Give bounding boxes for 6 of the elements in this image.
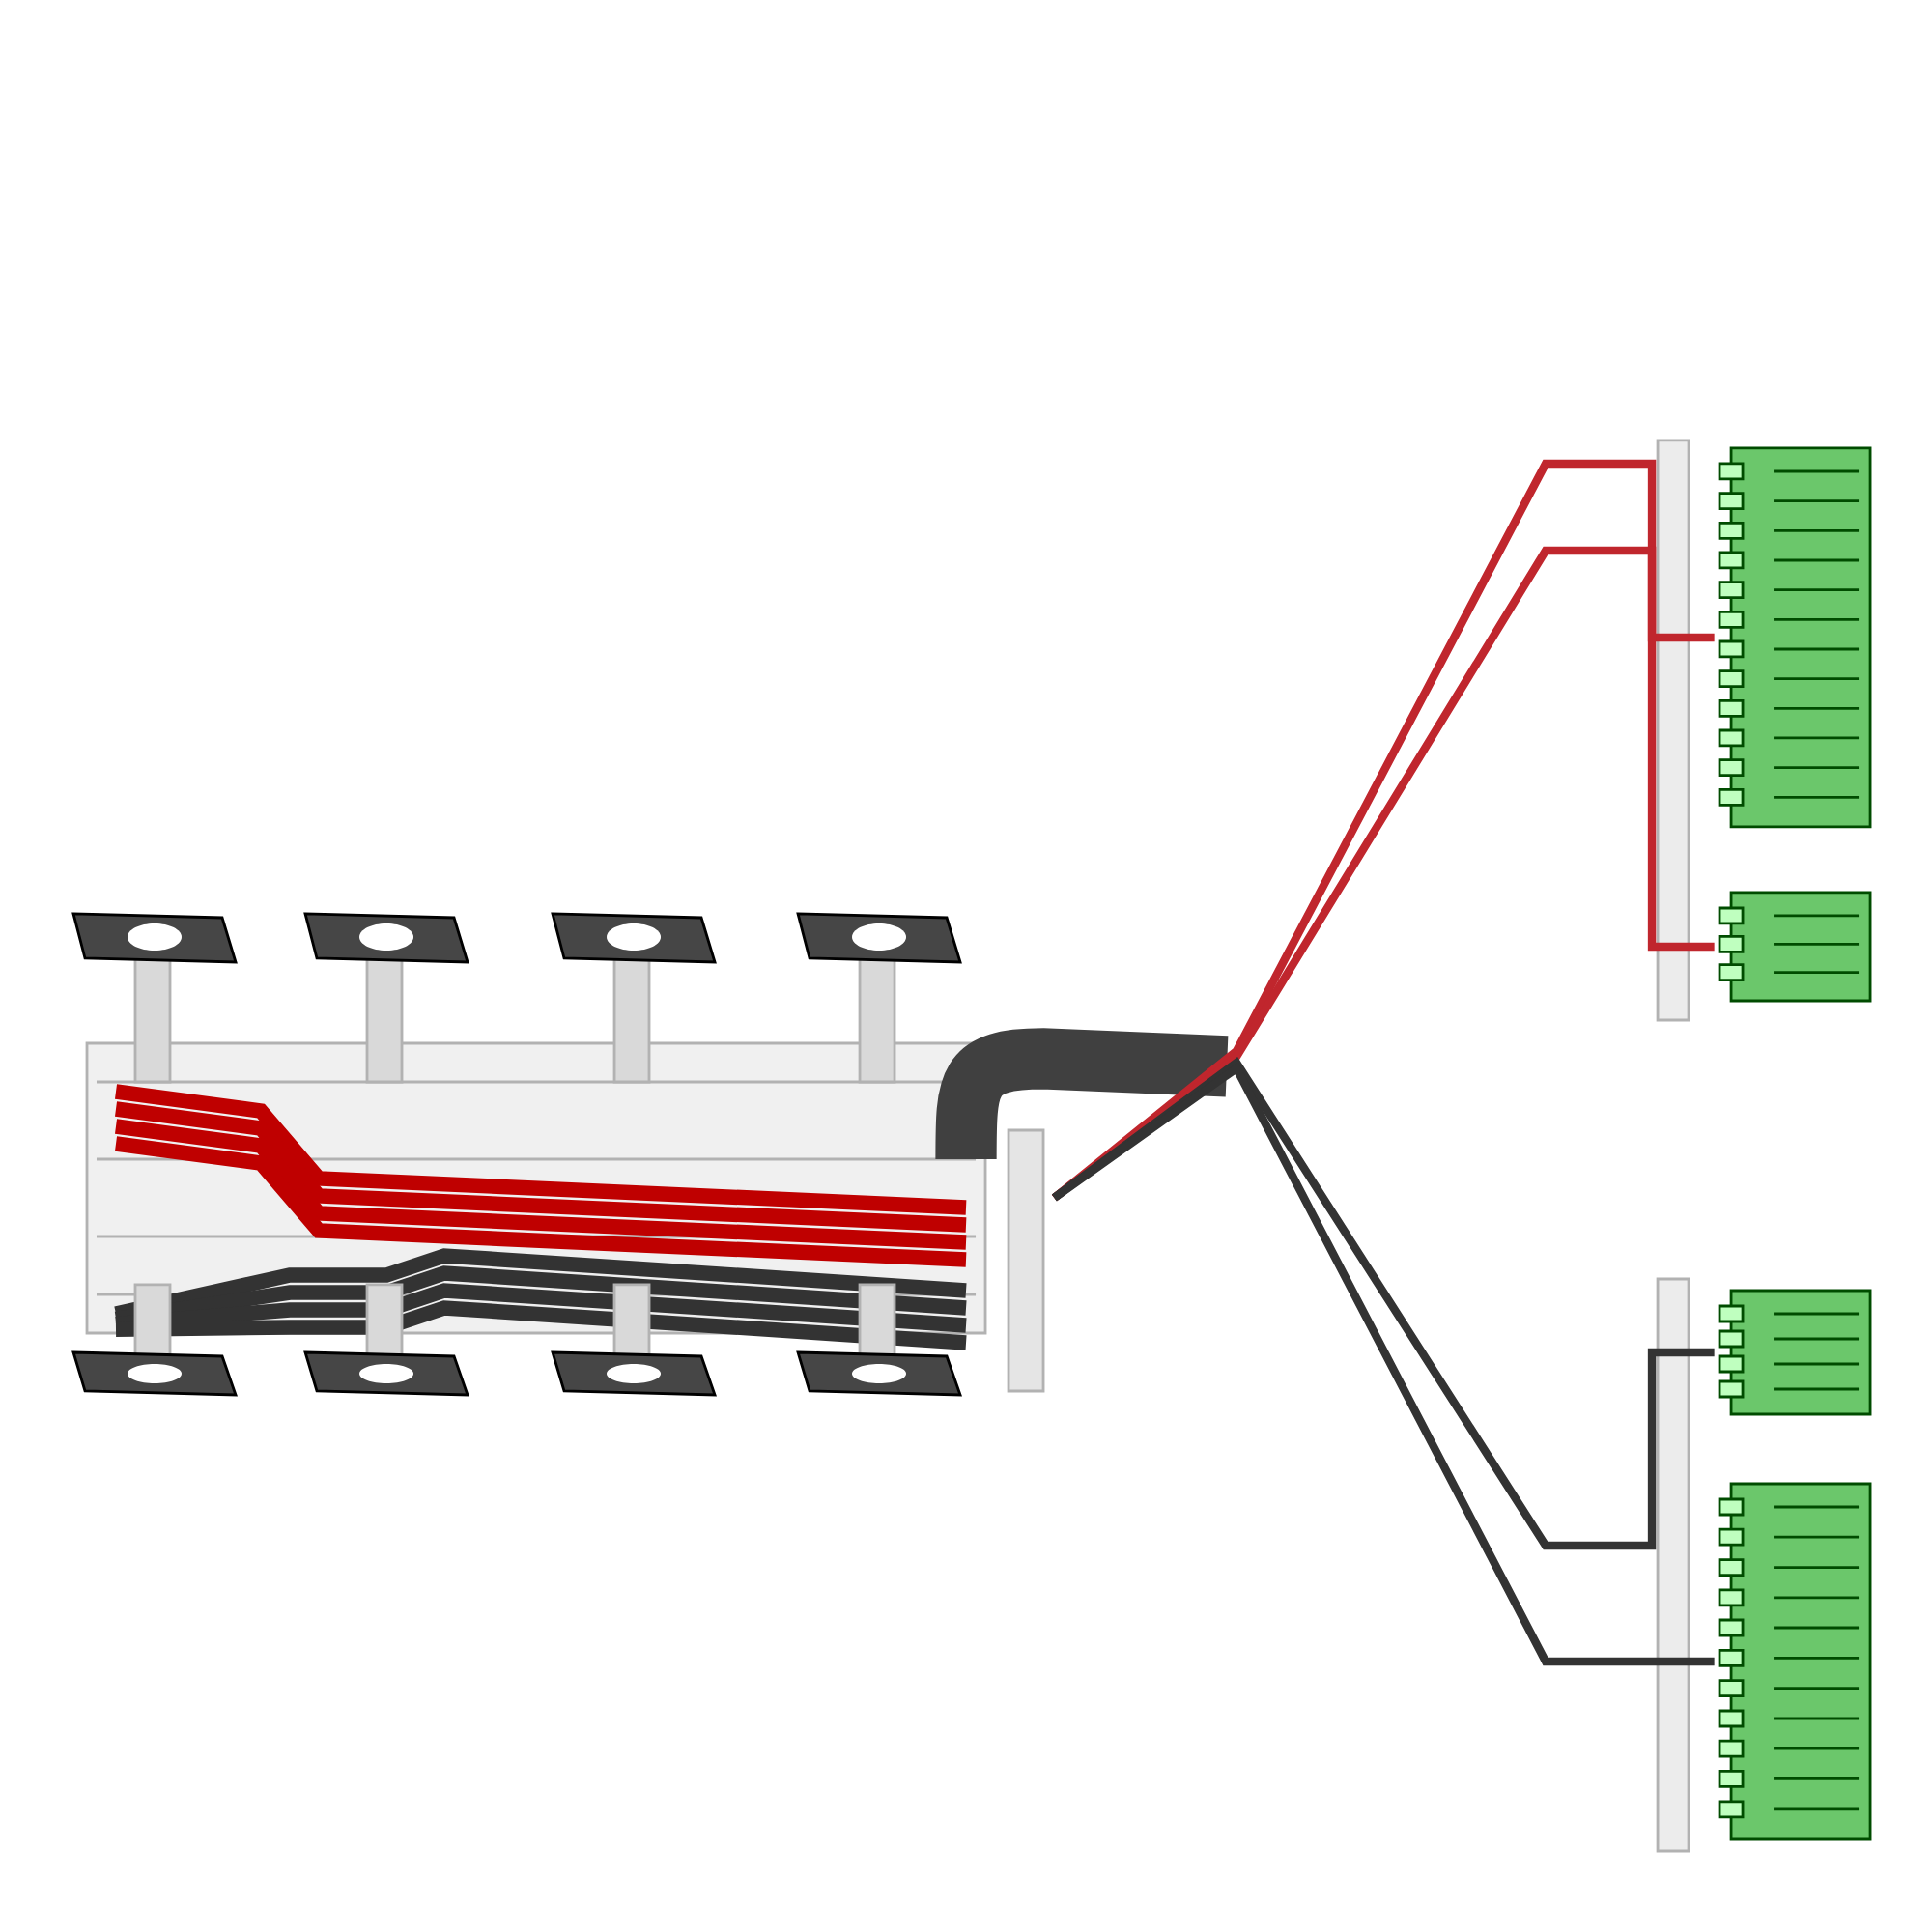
terminal-connector-drawing — [1718, 891, 1872, 1003]
terminal-connector-drawing — [1718, 1289, 1872, 1416]
wire — [1051, 1056, 1715, 1550]
terminal-connector-drawing — [1718, 446, 1872, 829]
busbar-assembly-drawing — [71, 912, 1045, 1397]
terminal-connector-drawing — [1718, 1482, 1872, 1841]
